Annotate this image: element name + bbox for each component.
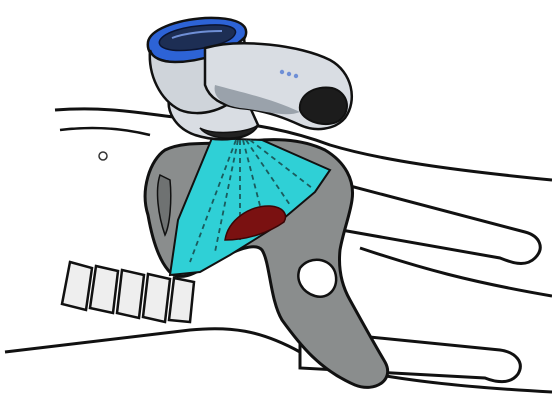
scanner-button-icon: [294, 74, 298, 78]
bladder-scanner-device: [148, 18, 352, 139]
vertebra: [62, 262, 92, 310]
vertebra: [117, 270, 144, 318]
navel-mark: [99, 152, 107, 160]
upper-femur: [330, 182, 540, 263]
vertebra: [90, 266, 118, 313]
scanner-trigger-grip: [300, 87, 347, 124]
vertebra: [143, 274, 170, 322]
back-outline: [60, 128, 150, 135]
vertebra: [169, 278, 194, 322]
scanner-button-icon: [280, 70, 284, 74]
pelvis-foramen: [298, 260, 336, 297]
scanner-button-icon: [287, 72, 291, 76]
